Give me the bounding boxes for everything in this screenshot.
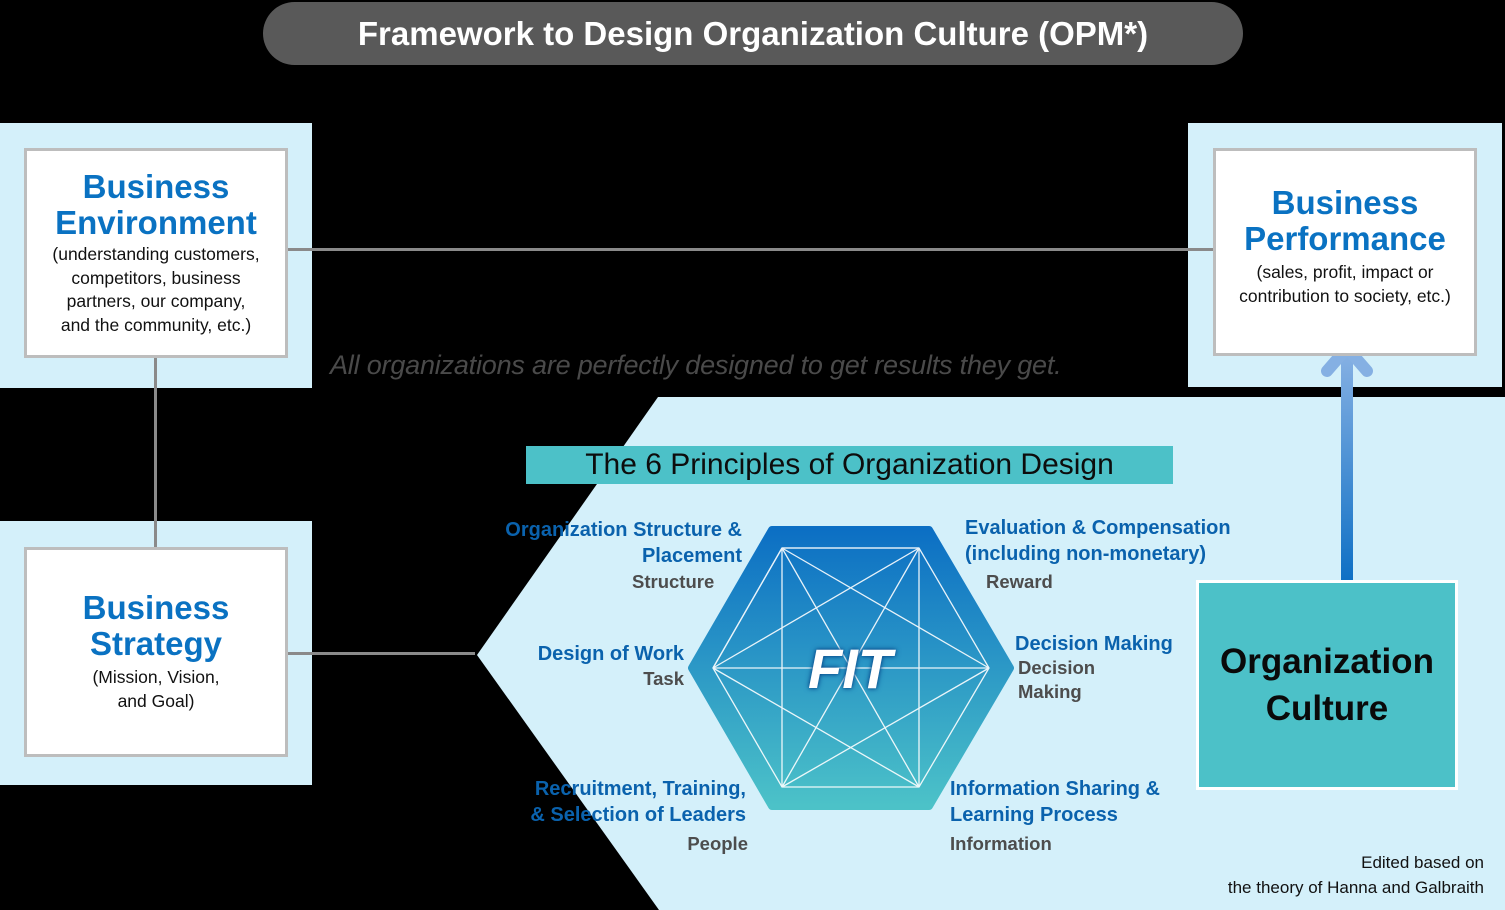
performance-heading-1: Business	[1271, 184, 1419, 221]
page-title: Framework to Design Organization Culture…	[263, 2, 1243, 65]
motto-text: All organizations are perfectly designed…	[330, 350, 1062, 380]
connector-environment-performance	[287, 248, 1215, 251]
environment-detail-4: and the community, etc.)	[60, 314, 252, 335]
principle-information: Information Sharing & Learning Process	[950, 776, 1160, 828]
principle-reward-line-2: (including non-monetary)	[965, 543, 1207, 565]
connector-strategy-design	[287, 652, 475, 655]
principle-decision-keyword-2: Making	[1018, 681, 1082, 702]
environment-detail-1: (understanding customers,	[52, 244, 260, 264]
principle-structure: Organization Structure & Placement	[440, 517, 742, 569]
principle-decision: Decision Making	[1015, 631, 1173, 657]
principle-information-keyword: Information	[950, 833, 1052, 854]
strategy-detail-1: (Mission, Vision,	[92, 667, 220, 687]
principle-task-line-1: Design of Work	[537, 643, 684, 665]
business-performance-box: Business Performance (sales, profit, imp…	[1213, 148, 1477, 356]
business-strategy-box: Business Strategy (Mission, Vision, and …	[24, 547, 288, 757]
principle-reward: Evaluation & Compensation (including non…	[965, 515, 1231, 567]
business-environment-box: Business Environment (understanding cust…	[24, 148, 288, 358]
credit-line-1: Edited based on	[1361, 853, 1484, 872]
environment-detail-2: competitors, business	[71, 267, 241, 288]
principle-people-line-1: Recruitment, Training,	[534, 778, 746, 800]
culture-line-1: Organization	[1220, 642, 1434, 681]
principle-decision-line-1: Decision Making	[1015, 633, 1173, 655]
principle-structure-line-1: Organization Structure &	[505, 519, 742, 541]
performance-detail-1: (sales, profit, impact or	[1256, 262, 1434, 282]
environment-heading-2: Environment	[55, 204, 257, 241]
performance-heading-2: Performance	[1244, 220, 1446, 257]
culture-line-2: Culture	[1265, 689, 1389, 728]
principle-reward-keyword: Reward	[986, 571, 1053, 592]
credit-note: Edited based on the theory of Hanna and …	[1228, 850, 1484, 900]
fit-hexagon-icon	[688, 526, 1014, 810]
principle-task-keyword: Task	[643, 668, 684, 689]
fit-label: FIT	[808, 637, 892, 700]
principle-information-line-2: Learning Process	[950, 804, 1118, 826]
strategy-heading-2: Strategy	[89, 625, 223, 662]
principle-decision-keyword: Decision Making	[1018, 656, 1095, 704]
principle-reward-line-1: Evaluation & Compensation	[965, 517, 1231, 539]
principle-structure-keyword: Structure	[632, 571, 715, 592]
strategy-heading-1: Business	[82, 589, 230, 626]
organization-culture-box: Organization Culture	[1196, 580, 1458, 790]
performance-detail-2: contribution to society, etc.)	[1239, 285, 1451, 306]
environment-heading-1: Business	[82, 168, 230, 205]
connector-environment-strategy	[154, 356, 157, 548]
principles-banner: The 6 Principles of Organization Design	[526, 446, 1173, 484]
credit-line-2: the theory of Hanna and Galbraith	[1227, 878, 1484, 897]
principle-people: Recruitment, Training, & Selection of Le…	[460, 776, 746, 828]
principle-structure-line-2: Placement	[641, 545, 742, 567]
principle-information-line-1: Information Sharing &	[950, 778, 1160, 800]
strategy-detail-2: and Goal)	[117, 690, 195, 711]
principle-people-line-2: & Selection of Leaders	[530, 804, 746, 826]
principle-people-keyword: People	[687, 833, 748, 854]
principle-decision-keyword-1: Decision	[1018, 657, 1096, 678]
environment-detail-3: partners, our company,	[66, 291, 246, 311]
principle-task: Design of Work Task	[480, 641, 684, 691]
